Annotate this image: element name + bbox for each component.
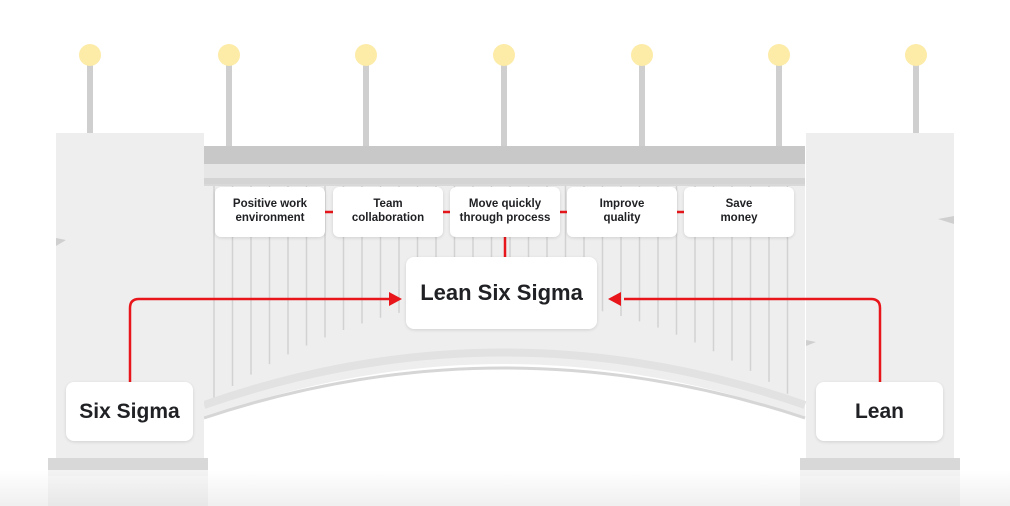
lamp-post [493, 44, 515, 148]
lean-six-sigma-box: Lean Six Sigma [406, 257, 597, 329]
benefit-positive-work-environment: Positive work environment [215, 187, 325, 237]
lamp-posts [79, 44, 927, 148]
benefit-label: Move quickly through process [459, 198, 551, 224]
benefit-improve-quality: Improve quality [567, 187, 677, 237]
six-sigma-arrow [128, 297, 392, 382]
lean-arrow [624, 297, 882, 382]
benefit-label: Positive work environment [232, 198, 308, 224]
benefit-label: Team collaboration [351, 198, 425, 224]
benefit-save-money: Save money [684, 187, 794, 237]
lamp-post [355, 44, 377, 148]
arrowhead [389, 292, 402, 306]
lean-six-sigma-label: Lean Six Sigma [420, 280, 583, 305]
six-sigma-label: Six Sigma [79, 399, 180, 423]
lamp-post [79, 44, 101, 136]
benefit-team-collaboration: Team collaboration [333, 187, 443, 237]
arrowhead [608, 292, 621, 306]
lean-box: Lean [816, 382, 943, 441]
left-pillar [48, 133, 208, 506]
lamp-post [768, 44, 790, 148]
benefit-move-quickly: Move quickly through process [450, 187, 560, 237]
benefit-label: Improve quality [599, 198, 645, 224]
lamp-post [905, 44, 927, 136]
lamp-post [631, 44, 653, 148]
six-sigma-box: Six Sigma [66, 382, 193, 441]
lamp-post [218, 44, 240, 148]
lean-label: Lean [854, 399, 904, 423]
benefit-label: Save money [720, 198, 758, 224]
